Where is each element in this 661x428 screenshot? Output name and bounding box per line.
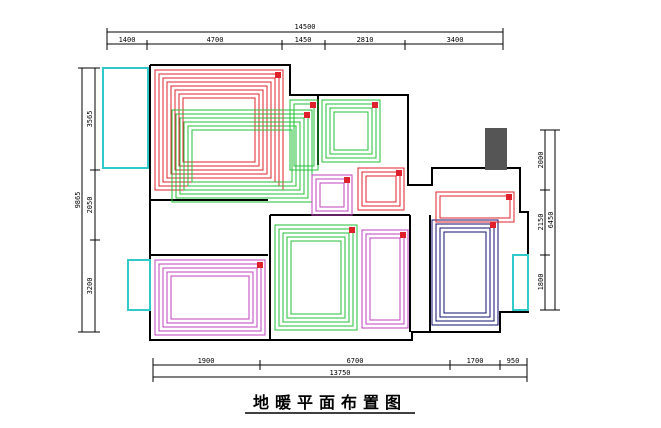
coil-loop	[311, 174, 353, 216]
coil-loop	[286, 236, 346, 319]
coil-loop	[289, 99, 319, 171]
dim-right-3: 1800	[537, 274, 545, 291]
coil-loop	[365, 175, 397, 203]
manifold-marker	[257, 262, 263, 268]
dim-left-total: 9865	[74, 192, 82, 209]
dim-right-1: 2000	[537, 152, 545, 169]
column	[485, 128, 507, 170]
coil-loop	[170, 275, 250, 320]
coil-loop	[158, 263, 262, 332]
dim-top-5: 3400	[447, 36, 464, 44]
dim-top-2: 4700	[207, 36, 224, 44]
dim-right-total: 6450	[547, 212, 555, 229]
dim-left-1: 3565	[86, 111, 94, 128]
coil-loop	[274, 224, 358, 331]
manifold-marker	[372, 102, 378, 108]
dim-bottom-1: 1900	[198, 357, 215, 365]
coil-loop	[315, 178, 349, 212]
coil-loop	[357, 167, 405, 211]
coil-loop	[179, 117, 305, 195]
balconies	[102, 67, 529, 311]
dim-top-3: 1450	[295, 36, 312, 44]
coil-loop	[431, 219, 499, 326]
coil-loop	[333, 111, 369, 151]
coil-loop	[175, 113, 309, 199]
manifold-marker	[275, 72, 281, 78]
dim-top-total: 14500	[294, 23, 315, 31]
dim-top-1: 1400	[119, 36, 136, 44]
coil-loop	[439, 195, 511, 219]
coil-loop	[154, 259, 266, 336]
dim-left-2: 2050	[86, 197, 94, 214]
manifold-marker	[344, 177, 350, 183]
coil-loop	[443, 231, 487, 314]
dimension-lines	[78, 28, 560, 382]
coil-loop	[435, 191, 515, 223]
dim-top-4: 2810	[357, 36, 374, 44]
dim-bottom-2: 6700	[347, 357, 364, 365]
manifold-marker	[349, 227, 355, 233]
coil-loop	[183, 121, 301, 191]
manifold-marker	[304, 112, 310, 118]
coil-loop	[319, 182, 345, 208]
manifold-marker	[490, 222, 496, 228]
dim-left-3: 3200	[86, 278, 94, 295]
coil-loop	[369, 237, 401, 321]
coil-loop	[321, 99, 381, 163]
drawing-title: 地暖平面布置图	[253, 393, 407, 412]
manifold-marker	[400, 232, 406, 238]
coil-loop	[166, 271, 254, 324]
dim-right-2: 2150	[537, 214, 545, 231]
manifold-marker	[310, 102, 316, 108]
coil-loop	[365, 233, 405, 325]
coil-loop	[361, 229, 409, 329]
coil-loop	[435, 223, 495, 322]
coil-loop	[282, 232, 350, 323]
dim-bottom-4: 950	[507, 357, 520, 365]
coil-loop	[187, 125, 297, 187]
dim-bottom-total: 13750	[329, 369, 350, 377]
heating-coils	[154, 69, 515, 336]
coil-loop	[329, 107, 373, 155]
manifold-marker	[396, 170, 402, 176]
coil-loop	[191, 129, 293, 183]
coil-loop	[162, 267, 258, 328]
coil-loop	[293, 103, 315, 167]
coil-loop	[290, 240, 342, 315]
coil-loop	[439, 227, 491, 318]
coil-loop	[171, 109, 313, 203]
coil-loop	[325, 103, 377, 159]
dim-bottom-3: 1700	[467, 357, 484, 365]
coil-loop	[278, 228, 354, 327]
manifold-marker	[506, 194, 512, 200]
coil-loop	[361, 171, 401, 207]
